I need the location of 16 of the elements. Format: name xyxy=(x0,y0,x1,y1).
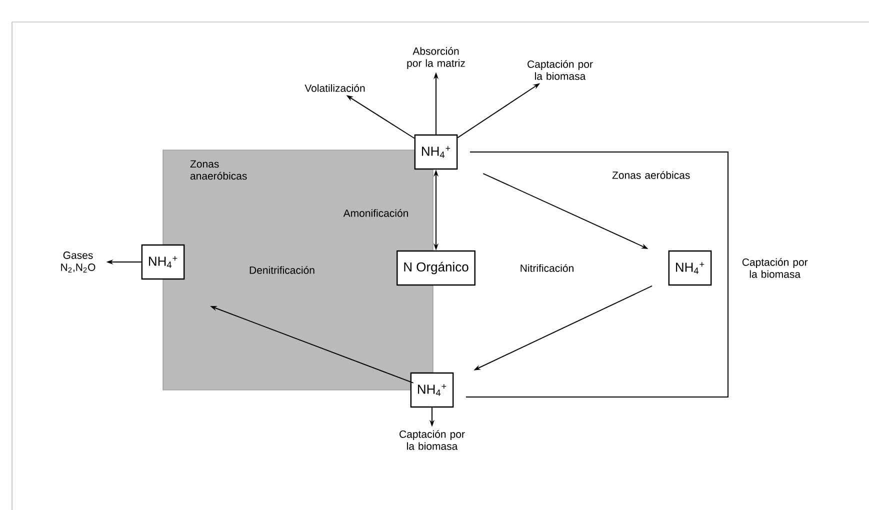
process-label: Absorción por la matriz xyxy=(407,47,465,69)
process-label: Captación por la biomasa xyxy=(528,60,593,80)
zone-label: Denitrificación xyxy=(250,266,314,274)
zone-label: Nitrificación xyxy=(520,264,574,272)
zone-label: Zonas anaeróbicas xyxy=(190,160,247,180)
uptake-label: Captación por la biomasa xyxy=(742,258,808,278)
species-box: NH$_{4}$+ xyxy=(141,244,185,280)
species-box: NH$_{4}$+ xyxy=(410,372,454,408)
process-label: Volatilización xyxy=(304,84,365,92)
process-label: Captación por la biomasa xyxy=(400,430,465,450)
zone-label: Zonas aeróbicas xyxy=(612,171,690,179)
species-box: NH$_{4}$+ xyxy=(668,250,712,286)
species-box: N Orgánico xyxy=(396,250,476,286)
process-label: Gases N$_{2}$,N$_{2}$O xyxy=(61,252,96,272)
species-box: NH$_{4}$+ xyxy=(414,134,458,170)
zone-label: Amonificación xyxy=(343,209,408,217)
